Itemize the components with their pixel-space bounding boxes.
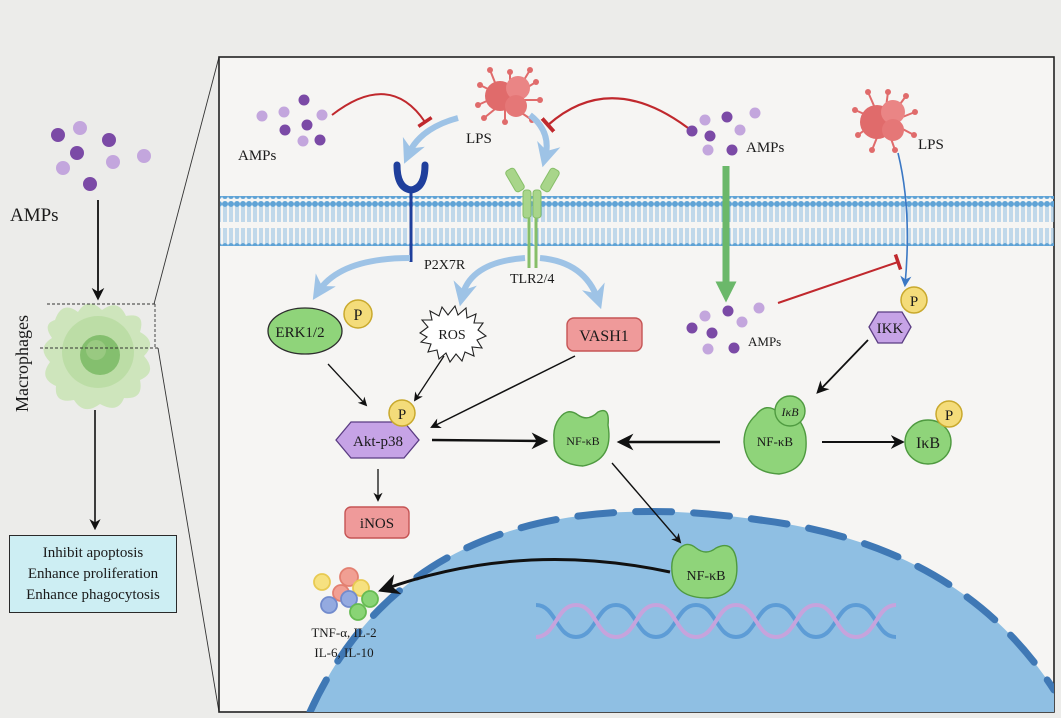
outcomes-box: Inhibit apoptosis Enhance proliferation … (9, 535, 177, 613)
macrophages-label: Macrophages (12, 315, 32, 412)
complex-ikb-label: IκB (780, 405, 799, 419)
nfkb-translocation-arrow (611, 462, 682, 544)
p2x7r-label: P2X7R (424, 258, 466, 273)
nfkb-cytoplasm-node (553, 409, 610, 467)
lps-right-icon (852, 89, 918, 153)
complex-nfkb-label: NF-κB (757, 434, 793, 449)
amps-right-label: AMPs (746, 140, 785, 156)
tlr-receptor-icon (505, 167, 560, 268)
lps-to-ikk-arrow (897, 152, 912, 288)
akt-p38-node (335, 421, 420, 459)
nuclear-envelope (306, 507, 1054, 712)
overview-amps-label: AMPs (10, 205, 59, 226)
ros-burst-node (419, 304, 488, 364)
lps-to-p2x7r-arrow (402, 115, 459, 164)
akt-to-nfkb-arrow (431, 432, 549, 450)
erk-label: ERK1/2 (275, 325, 324, 341)
outcome-inhibit-apoptosis: Inhibit apoptosis (42, 544, 144, 561)
vash1-node (566, 317, 643, 352)
ros-to-akt-arrow (413, 355, 445, 402)
ikk-label: IKK (877, 321, 904, 337)
erk-phospho-badge (343, 299, 373, 329)
amps-inhibit-ikk (777, 253, 903, 304)
cytokines-label-line1: TNF-α, IL-2 (311, 625, 376, 640)
lps-to-tlr-arrow (528, 112, 561, 168)
inos-label: iNOS (360, 516, 394, 532)
cytokines-label-line2: IL-6, IL-10 (314, 645, 373, 660)
amps-inhibit-tlr (540, 97, 689, 133)
ikk-phospho-badge (900, 286, 928, 314)
tlr-to-ros-arrow (453, 255, 526, 307)
outcome-enhance-phagocytosis: Enhance phagocytosis (26, 586, 160, 603)
inos-node (344, 506, 410, 539)
ikb-phospho-label: P (945, 408, 953, 424)
erk-node (267, 307, 343, 355)
vash1-to-akt-arrow (430, 355, 576, 428)
ros-label: ROS (438, 328, 465, 343)
lps-left-icon (475, 67, 543, 125)
amps-internal-cluster (686, 302, 765, 355)
tlr-to-vash1-arrow (539, 255, 605, 310)
nfkb-nucleus-label: NF-κB (687, 569, 726, 584)
lps-right-label: LPS (918, 137, 944, 153)
nfkb-to-cytokines-arrow (378, 558, 671, 595)
nfkb-nucleus-node (671, 543, 738, 599)
ikb-phospho-badge (935, 400, 963, 428)
dna-helix-icon (535, 602, 897, 640)
p2x7r-receptor-icon (393, 161, 429, 262)
tlr-label: TLR2/4 (510, 272, 554, 287)
amps-right-cluster (686, 107, 761, 156)
amps-left-label: AMPs (238, 148, 277, 164)
overview-amps-cluster (51, 121, 151, 191)
zoom-region-guides (40, 56, 220, 713)
cytokines-cluster-icon (313, 567, 379, 621)
erk-phospho-label: P (354, 307, 363, 324)
akt-phospho-label: P (398, 407, 406, 423)
amps-left-cluster (256, 94, 328, 147)
akt-p38-label: Akt-p38 (353, 434, 403, 450)
amps-inhibit-p2x7r (331, 93, 433, 128)
ikb-phospho-node (904, 419, 952, 465)
ikk-node (868, 311, 912, 344)
macrophage-cell-icon (43, 303, 151, 410)
ikb-label: IκB (916, 435, 940, 452)
ikk-to-complex-arrow (816, 339, 869, 394)
akt-phospho-badge (388, 399, 416, 427)
cell-membrane (220, 196, 1054, 246)
lps-left-label: LPS (466, 131, 492, 147)
erk-to-akt-arrow (327, 363, 368, 407)
ikk-phospho-label: P (910, 294, 918, 310)
complex-ikb-subunit (774, 395, 806, 427)
p2x7r-to-erk-arrow (312, 255, 411, 301)
vash1-label: VASH1 (579, 328, 629, 345)
outcome-enhance-proliferation: Enhance proliferation (27, 565, 159, 582)
nfkb-cytoplasm-label: NF-κB (566, 434, 599, 448)
amps-internal-label: AMPs (748, 334, 781, 349)
